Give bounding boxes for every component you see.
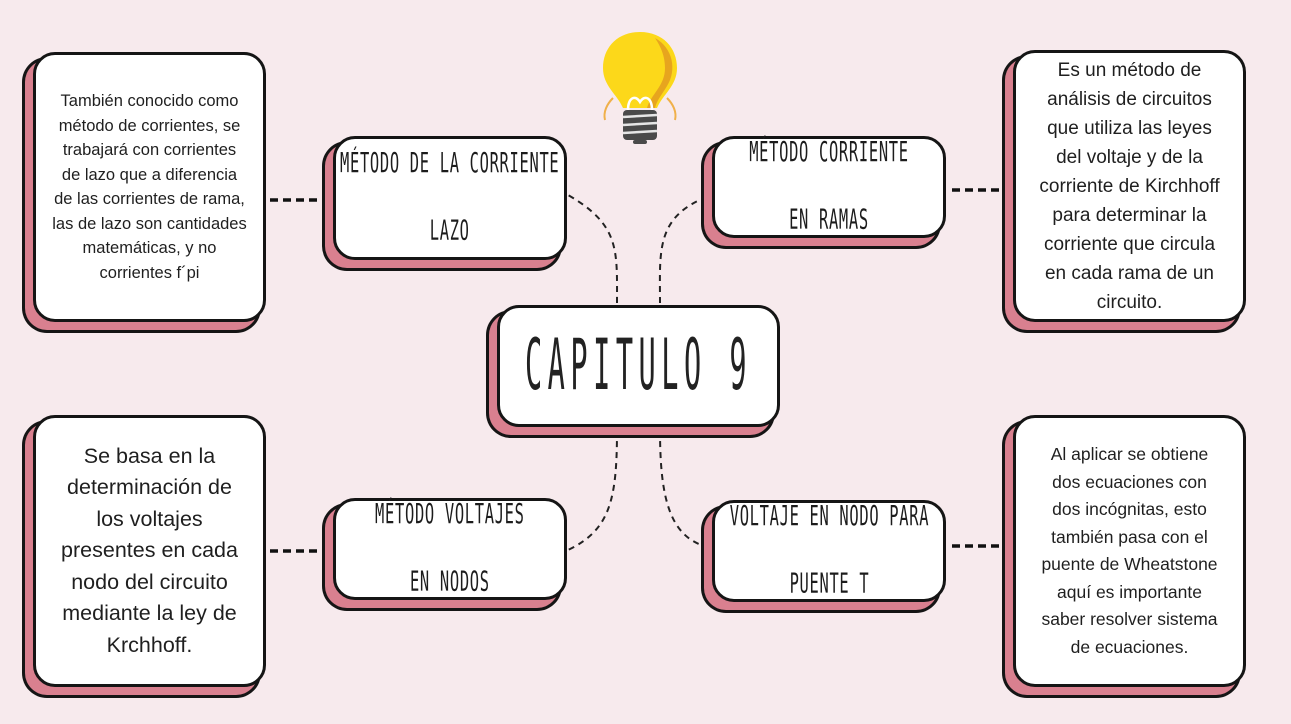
connector-center-bottom-left — [567, 429, 618, 551]
topic-title-line: en nodos — [410, 566, 490, 598]
topic-title-top-right: Método corriente en ramas — [749, 120, 909, 255]
topic-title-bottom-right: Voltaje en nodo para puente T — [729, 484, 928, 619]
central-topic-title: CAPITULO 9 — [524, 325, 753, 407]
description-line: matemáticas, y no — [82, 239, 217, 257]
description-line: saber resolver sistema — [1041, 609, 1218, 629]
topic-title-line: Voltaje en nodo para — [729, 501, 929, 533]
description-line: puente de Wheatstone — [1041, 554, 1218, 574]
description-text-bottom-right: Al aplicar se obtiene dos ecuaciones con… — [1037, 441, 1221, 661]
description-line: nodo del circuito — [71, 569, 228, 594]
description-text-top-left: También conocido como método de corrient… — [48, 89, 250, 285]
description-card-bottom-left: Se basa en la determinación de los volta… — [33, 415, 266, 687]
description-line: corriente de Kirchhoff — [1039, 175, 1220, 197]
description-line: de las corrientes de rama, — [54, 190, 245, 208]
description-line: del voltaje y de la — [1056, 146, 1203, 168]
topic-title-top-left: Método de la corriente lazo — [340, 131, 559, 266]
description-line: circuito. — [1096, 291, 1163, 313]
description-line: presentes en cada — [61, 538, 238, 563]
topic-card-bottom-right: Voltaje en nodo para puente T — [712, 500, 946, 602]
central-topic-card: CAPITULO 9 — [497, 305, 780, 427]
description-line: dos ecuaciones con — [1052, 471, 1207, 492]
connector-center-top-right — [658, 194, 713, 304]
topic-card-top-left: Método de la corriente lazo — [333, 136, 567, 260]
description-line: método de corrientes, se — [58, 116, 241, 135]
description-card-top-left: También conocido como método de corrient… — [33, 52, 266, 322]
description-line: corrientes f´pi — [99, 263, 200, 282]
description-line: Al aplicar se obtiene — [1050, 444, 1209, 464]
connector-center-bottom-right — [659, 429, 713, 549]
topic-title-bottom-left: Método voltajes en nodos — [375, 482, 525, 617]
lightbulb-icon — [603, 32, 677, 144]
description-line: Krchhoff. — [106, 632, 193, 657]
description-line: aquí es importante — [1057, 581, 1202, 602]
topic-title-line: puente T — [789, 568, 869, 600]
description-card-top-right: Es un método de análisis de circuitos qu… — [1013, 50, 1246, 322]
description-line: de lazo que a diferencia — [61, 165, 238, 184]
topic-title-line: lazo — [430, 215, 470, 247]
description-line: las de lazo son cantidades — [52, 214, 247, 233]
connector-center-top-left — [567, 194, 619, 304]
topic-card-top-right: Método corriente en ramas — [712, 136, 946, 238]
description-card-bottom-right: Al aplicar se obtiene dos ecuaciones con… — [1013, 415, 1246, 687]
description-line: en cada rama de un — [1044, 262, 1214, 284]
description-line: determinación de — [67, 475, 232, 500]
description-line: trabajará con corrientes — [62, 141, 237, 159]
description-line: para determinar la — [1052, 204, 1207, 226]
topic-card-bottom-left: Método voltajes en nodos — [333, 498, 567, 600]
description-line: de ecuaciones. — [1070, 636, 1189, 657]
topic-title-line: en ramas — [789, 204, 869, 236]
description-line: análisis de circuitos — [1047, 88, 1212, 110]
description-line: Es un método de — [1057, 59, 1202, 81]
description-line: que utiliza las leyes — [1047, 117, 1212, 139]
description-text-bottom-left: Se basa en la determinación de los volta… — [53, 441, 246, 662]
description-text-top-right: Es un método de análisis de circuitos qu… — [1035, 56, 1223, 317]
description-line: mediante la ley de — [62, 601, 237, 626]
description-line: dos incógnitas, esto — [1052, 499, 1207, 519]
description-line: los voltajes — [96, 506, 203, 531]
topic-title-line: Método de la corriente — [340, 148, 560, 180]
description-line: También conocido como — [60, 92, 239, 110]
description-line: Se basa en la — [83, 443, 216, 468]
description-line: también pasa con el — [1051, 526, 1208, 547]
topic-title-line: Método corriente — [749, 137, 909, 169]
topic-title-line: Método voltajes — [375, 499, 525, 531]
description-line: corriente que circula — [1043, 233, 1216, 255]
